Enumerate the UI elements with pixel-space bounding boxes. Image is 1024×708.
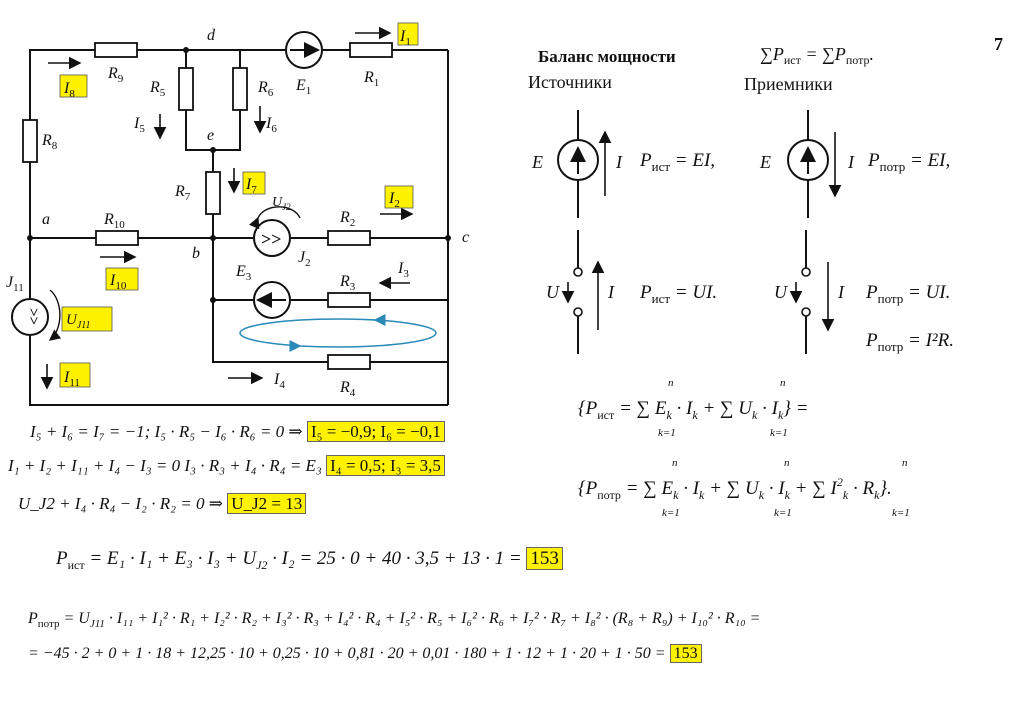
svg-text:c: c [462,229,469,246]
svg-text:UJ2: UJ2 [272,195,291,212]
svg-text:I10: I10 [109,272,127,292]
svg-text:R3: R3 [339,273,356,293]
svg-text:e: e [207,127,214,144]
svg-text:n: n [784,457,790,469]
resistors [22,42,393,370]
svg-text:Pпотр = EI,: Pпотр = EI, [867,150,950,174]
svg-text:R7: R7 [174,183,191,203]
svg-text:I6: I6 [265,115,277,135]
loop-contour [239,318,437,348]
svg-text:I2: I2 [388,190,400,210]
svg-text:UJ11: UJ11 [66,312,91,331]
source-J2: >> [253,219,291,257]
svg-text:R10: R10 [103,211,125,231]
svg-text:E3: E3 [235,263,252,283]
balance-sums: {Pист = ∑ Ek · Ik + ∑ Uk · Ik} = n k=1 n… [578,377,910,519]
source-J11: >> [11,298,49,336]
svg-text:b: b [192,245,200,262]
svg-text:I7: I7 [245,176,257,196]
svg-text:I: I [615,152,623,172]
source-E3 [253,281,291,319]
svg-text:R9: R9 [107,65,124,85]
svg-text:I: I [847,152,855,172]
svg-text:k=1: k=1 [892,507,910,519]
svg-text:{Pпотр = ∑ Ek · Ik + ∑ Uk · Ik: {Pпотр = ∑ Ek · Ik + ∑ Uk · Ik + ∑ I2k ·… [578,475,892,502]
result-p-potr: 153 [669,644,702,663]
result-UJ2: U_J2 = 13 [227,493,307,514]
svg-text:k=1: k=1 [774,507,792,519]
svg-text:I: I [837,282,845,302]
svg-text:Pист = UI.: Pист = UI. [639,282,717,306]
current-arrows [40,26,414,390]
equation-2: I₁ + I₂ + I₁₁ + I₄ − I₃ = 0 I₃ · R₃ + I₄… [8,455,445,476]
svg-text:R6: R6 [257,79,274,99]
svg-text:E: E [759,152,771,172]
svg-text:Pпотр = UI.: Pпотр = UI. [865,282,950,306]
equation-3: U_J2 + I₄ · R₄ − I₂ · R₂ = 0 ⇒ U_J2 = 13 [18,493,307,514]
svg-text:d: d [207,27,216,44]
svg-text:k=1: k=1 [770,427,788,439]
svg-text:a: a [42,211,50,228]
result-p-ist: 153 [526,547,563,570]
svg-text:Баланс мощности: Баланс мощности [538,47,676,66]
svg-text:I: I [607,282,615,302]
svg-text:E: E [531,152,543,172]
result-I4-I3: I₄ = 0,5; I₃ = 3,5 [326,455,445,476]
svg-text:n: n [902,457,908,469]
svg-text:R1: R1 [363,69,379,89]
svg-text:I11: I11 [63,369,80,389]
svg-text:U: U [546,282,560,302]
svg-text:I5: I5 [133,115,145,135]
circuit-labels: d e a b c R9 R8 R5 R6 R7 R10 R1 R2 R3 R4… [6,27,469,399]
svg-text:R8: R8 [41,132,58,152]
svg-text:7: 7 [994,34,1003,54]
svg-text:E1: E1 [295,77,311,97]
svg-text:R4: R4 [339,379,356,399]
svg-text:>>: >> [261,229,282,249]
svg-text:k=1: k=1 [662,507,680,519]
svg-text:{Pист = ∑ Ek · Ik + ∑ Uk · Ik}: {Pист = ∑ Ek · Ik + ∑ Uk · Ik} = [578,398,808,422]
svg-text:J11: J11 [6,274,24,294]
equation-p-potr-values: = −45 · 2 + 0 + 1 · 18 + 12,25 · 10 + 0,… [28,644,702,663]
circuit-nodes [27,47,451,303]
svg-text:R5: R5 [149,79,166,99]
svg-text:Приемники: Приемники [744,74,833,94]
equation-p-ist: Pист = E₁ · I₁ + E₃ · I₃ + UJ2 · I₂ = 25… [56,547,563,573]
equation-1: I₅ + I₆ = I₇ = −1; I₅ · R₅ − I₆ · R₆ = 0… [30,421,445,442]
svg-text:I1: I1 [399,28,411,48]
source-E1 [285,31,323,69]
svg-text:I4: I4 [273,371,285,391]
svg-text:R2: R2 [339,209,355,229]
result-I5-I6: I₅ = −0,9; I₆ = −0,1 [306,421,445,442]
balance-panel: Баланс мощности ∑Pист = ∑Pпотр. 7 Источн… [528,34,1003,354]
svg-text:k=1: k=1 [658,427,676,439]
svg-text:>>: >> [25,308,41,325]
equation-p-potr: Pпотр = UJ11 · I₁₁ + I₁² · R₁ + I₂² · R₂… [28,610,761,631]
svg-text:I3: I3 [397,260,409,280]
svg-text:Pпотр = I²R.: Pпотр = I²R. [865,330,954,354]
svg-text:I8: I8 [63,80,75,100]
svg-text:n: n [668,377,674,389]
svg-text:n: n [780,377,786,389]
svg-text:U: U [774,282,788,302]
svg-text:n: n [672,457,678,469]
svg-text:Источники: Источники [528,72,612,92]
svg-text:Pист = EI,: Pист = EI, [639,150,715,174]
svg-text:∑Pист = ∑Pпотр.: ∑Pист = ∑Pпотр. [760,44,874,67]
svg-text:J2: J2 [298,249,311,269]
